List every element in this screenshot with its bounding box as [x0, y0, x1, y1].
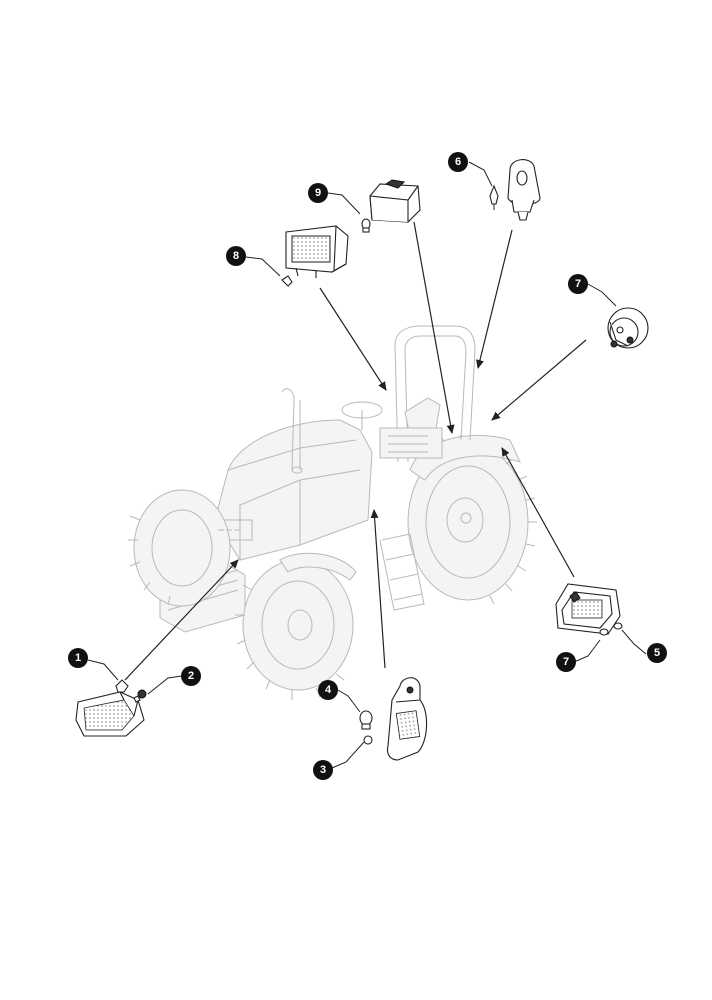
callout-label: 9 [315, 187, 321, 199]
arrow-roof-lamp [413, 221, 455, 434]
rear-lamp-bulb-icon [599, 622, 623, 636]
side-lamp-bulb-icon [359, 710, 373, 745]
callout-label: 1 [75, 652, 81, 664]
callout-6: 6 [448, 152, 468, 172]
callout-label: 7 [575, 278, 581, 290]
callout-label: 4 [325, 684, 332, 696]
callout-7-bottom: 7 [556, 652, 576, 672]
callout-8: 8 [226, 246, 246, 266]
callout-4: 4 [318, 680, 338, 700]
callout-7-top: 7 [568, 274, 588, 294]
callout-3: 3 [313, 760, 333, 780]
callout-1: 1 [68, 648, 88, 668]
front-bulb-icon [115, 679, 147, 703]
callout-leaders [87, 161, 647, 769]
tractor-icon [128, 325, 537, 700]
side-lamp-icon [386, 677, 428, 761]
callout-label: 6 [455, 156, 461, 168]
callout-2: 2 [181, 666, 201, 686]
callout-label: 8 [233, 250, 239, 262]
front-left-wheel [128, 489, 231, 607]
callout-5: 5 [647, 643, 667, 663]
front-headlamp-icon [75, 691, 145, 737]
leader-arrows [124, 221, 587, 681]
callout-label: 3 [320, 764, 326, 776]
rear-lamp-icon [555, 583, 621, 635]
arrow-round-lamp [491, 339, 587, 421]
beacon-bulb-icon [489, 184, 499, 210]
arrow-side-lamp [370, 509, 386, 669]
callout-9: 9 [308, 183, 328, 203]
front-right-wheel [235, 559, 354, 700]
roof-lamp-bulb-icon [361, 218, 371, 233]
square-work-lamp-icon [285, 225, 349, 278]
callout-label: 2 [188, 670, 194, 682]
callout-label: 7 [563, 656, 569, 668]
work-lamp-bulb-icon [281, 275, 293, 287]
tractor-body [214, 419, 373, 561]
cab-frame [394, 325, 476, 463]
arrow-beacon [476, 229, 513, 369]
arrow-rear-lamp [501, 447, 575, 578]
arrow-front-lamp [124, 559, 239, 681]
rotating-beacon-icon [507, 159, 541, 221]
arrow-work-lamp [319, 287, 387, 391]
cab-roof-lamp-icon [369, 179, 421, 223]
callout-label: 5 [654, 647, 660, 659]
round-work-lamp-icon [607, 307, 649, 349]
